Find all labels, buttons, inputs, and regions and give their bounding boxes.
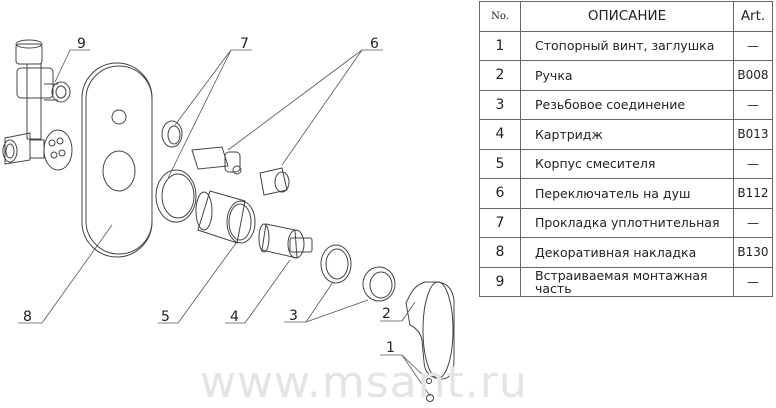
cell-description: Прокладка уплотнительная: [520, 207, 734, 238]
cell-no: 8: [479, 237, 521, 268]
cell-art: B013: [733, 119, 773, 150]
part-5-sleeve: [195, 190, 256, 244]
cell-description: Ручка: [520, 60, 734, 91]
part-2-handle: [405, 281, 455, 380]
cell-description: Переключатель на душ: [520, 178, 734, 209]
cell-art: —: [733, 148, 773, 179]
cell-description: Картридж: [520, 119, 734, 150]
cell-no: 1: [479, 30, 521, 61]
cell-description: Корпус смесителя: [520, 148, 734, 179]
cell-no: 9: [479, 266, 521, 297]
watermark: www.msant.ru: [200, 357, 528, 408]
cell-description: Декоративная накладка: [520, 237, 734, 268]
callout-5: 5: [161, 309, 170, 325]
header-description: ОПИСАНИЕ: [520, 1, 734, 32]
callout-9: 9: [77, 36, 86, 52]
callout-6: 6: [370, 36, 379, 52]
cell-no: 2: [479, 60, 521, 91]
header-no: No.: [479, 1, 521, 32]
cell-art: —: [733, 89, 773, 120]
cell-no: 6: [479, 178, 521, 209]
cell-art: —: [733, 266, 773, 297]
cell-art: —: [733, 207, 773, 238]
callout-3: 3: [289, 308, 298, 324]
cell-description: Встраиваемая монтажная часть: [520, 266, 734, 297]
cell-art: B112: [733, 178, 773, 209]
callout-7: 7: [240, 36, 249, 52]
callout-8: 8: [23, 309, 32, 325]
cell-no: 4: [479, 119, 521, 150]
callout-1: 1: [386, 340, 395, 356]
part-1-screw: [426, 378, 434, 402]
cell-art: B130: [733, 237, 773, 268]
cell-no: 5: [479, 148, 521, 179]
cell-description: Стопорный винт, заглушка: [520, 30, 734, 61]
leader-lines: [18, 49, 431, 397]
cell-description: Резьбовое соединение: [520, 89, 734, 120]
cell-art: B008: [733, 60, 773, 91]
part-4-cartridge: [258, 223, 313, 259]
cell-no: 7: [479, 207, 521, 238]
part-6-diverter: [191, 146, 290, 196]
callout-4: 4: [230, 309, 239, 325]
cell-no: 3: [479, 89, 521, 120]
part-7-gaskets: [155, 120, 197, 223]
part-3-connectors: [320, 244, 396, 302]
callout-2: 2: [382, 306, 391, 322]
exploded-view-diagram: 9 7 6 8 5 4 3 2 1: [2, 36, 455, 402]
part-8-decorative-plate: [81, 62, 153, 258]
header-art: Art.: [733, 1, 773, 32]
part-9-mounting-body: [2, 39, 73, 171]
cell-art: —: [733, 30, 773, 61]
table-header-row: No. ОПИСАНИЕ Art.: [479, 1, 773, 32]
